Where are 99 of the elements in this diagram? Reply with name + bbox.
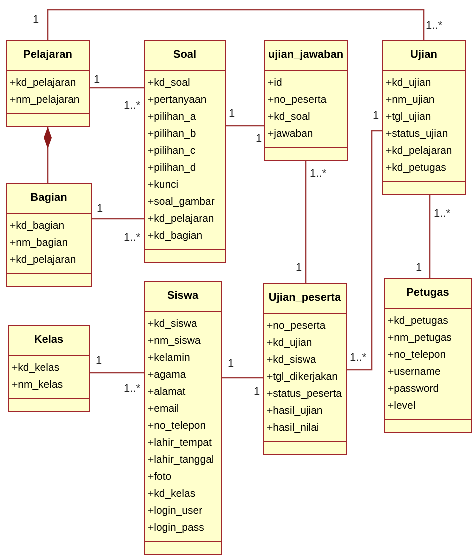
class-name: Ujian_peserta [268,292,342,304]
multiplicity-label: 1 [228,358,234,371]
multiplicity-label: 1 [254,386,260,399]
attribute-text: +nm_bagian [10,236,68,251]
attribute-text: +kd_petugas [388,314,448,329]
composition-line [44,127,52,183]
class-box [384,278,472,433]
association-line [226,125,264,127]
attribute-text: +status_ujian [386,127,448,142]
multiplicity-label: 1 [96,355,102,368]
attribute-text: +nm_siswa [148,334,201,349]
attribute-text: +no_peserta [268,93,327,108]
attribute-text: +pilihan_c [148,144,196,159]
attribute-text: +username [388,365,441,380]
multiplicity-label: 1..* [124,383,141,396]
attribute-text: +kd_pelajaran [10,253,76,268]
attribute-text: +kunci [148,178,179,193]
attribute-text: +kd_siswa [267,353,316,368]
association-line [347,130,382,371]
attribute-text: +kd_siswa [148,317,198,332]
attribute-text: +lahir_tanggal [148,453,214,468]
attribute-text: +login_user [148,504,203,519]
attribute-text: +kd_soal [148,76,190,91]
association-line [90,87,144,89]
attribute-text: +pertanyaan [148,93,207,108]
attribute-text: +alamat [148,385,186,400]
multiplicity-label: 1..* [426,20,443,33]
class-name: Pelajaran [24,49,72,61]
attribute-text: +lahir_tempat [148,436,212,451]
attribute-text: +kd_petugas [386,161,446,176]
class-box [264,40,348,161]
class-box [382,40,466,195]
multiplicity-label: 1 [97,203,104,216]
association-line [47,9,425,40]
class-box [8,325,90,412]
class-name: Kelas [34,334,64,346]
attribute-text: +nm_petugas [388,331,452,346]
multiplicity-label: 1 [373,110,380,123]
association-line [222,377,263,379]
attribute-text: +soal_gambar [148,195,215,210]
multiplicity-label: 1..* [124,100,141,113]
attribute-text: +agama [148,368,186,383]
attribute-text: +level [388,399,416,414]
attribute-text: +foto [148,470,172,485]
attribute-text: +email [148,402,180,417]
attribute-text: +nm_pelajaran [10,93,80,108]
attribute-text: +login_pass [148,521,204,536]
attribute-text: +kd_pelajaran [148,212,214,227]
class-name: ujian_jawaban [268,49,344,61]
multiplicity-label: 1 [229,108,236,121]
attribute-text: +kd_pelajaran [10,76,76,91]
class-box [144,40,226,263]
multiplicity-label: 1 [256,133,262,146]
class-name: Bagian [30,192,68,204]
attribute-text: +kd_ujian [267,336,312,351]
attribute-text: +no_telepon [148,419,206,434]
class-box [263,283,347,455]
attribute-text: +kelamin [148,351,190,366]
class-box [144,281,222,555]
multiplicity-label: 1 [94,74,100,87]
attribute-text: +pilihan_d [148,161,196,176]
attribute-text: +kd_pelajaran [386,144,452,159]
multiplicity-label: 1..* [350,352,367,365]
attribute-text: +nm_ujian [386,93,435,108]
class-name: Soal [173,49,197,61]
attribute-text: +tgl_dikerjakan [267,370,338,385]
attribute-text: +kd_kelas [12,361,60,376]
attribute-text: +tgl_ujian [386,110,432,125]
attribute-text: +hasil_nilai [267,421,320,436]
attribute-text: +kd_ujian [386,76,432,91]
class-box [6,40,90,127]
multiplicity-label: 1 [296,262,302,275]
multiplicity-label: 1..* [124,232,141,245]
attribute-text: +kd_soal [268,110,310,125]
association-line [92,218,144,220]
class-box [6,183,92,287]
attribute-text: +kd_bagian [148,229,203,244]
multiplicity-label: 1..* [434,208,451,221]
attribute-text: +no_telepon [388,348,446,363]
attribute-text: +password [388,382,440,397]
attribute-text: +nm_kelas [12,378,64,393]
attribute-text: +status_peserta [267,387,342,402]
attribute-text: +jawaban [268,127,314,142]
association-line [429,195,431,278]
attribute-text: +kd_kelas [148,487,196,502]
class-name: Petugas [406,287,450,299]
attribute-text: +pilihan_a [148,110,196,125]
attribute-text: +no_peserta [267,319,326,334]
attribute-text: +hasil_ujian [267,404,323,419]
association-line [90,372,144,374]
multiplicity-label: 1 [33,14,40,27]
association-line [305,161,307,283]
class-name: Siswa [167,290,199,302]
attribute-text: +pilihan_b [148,127,196,142]
attribute-text: +id [268,76,282,91]
multiplicity-label: 1 [416,262,422,275]
attribute-text: +kd_bagian [10,219,65,234]
multiplicity-label: 1..* [310,168,327,181]
class-name: Ujian [410,49,438,61]
